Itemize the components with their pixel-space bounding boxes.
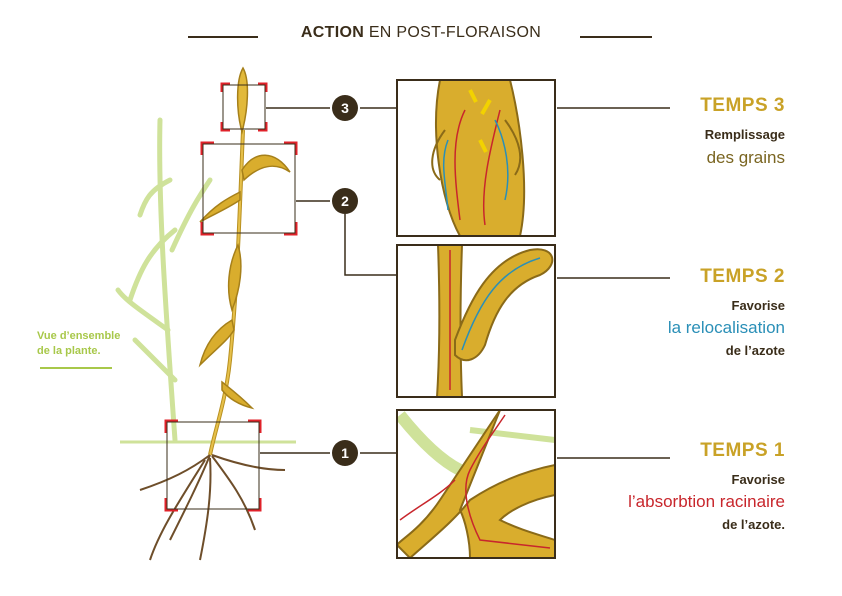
zoom-frames [164, 82, 298, 512]
overview-label-rule [40, 367, 112, 369]
overview-label-line1: Vue d’ensemble [37, 330, 121, 342]
svg-text:2: 2 [341, 193, 349, 209]
stage-temps-3: TEMPS 3 Remplissage des grains [700, 95, 785, 168]
title-rest: EN POST-FLORAISON [368, 24, 542, 41]
temps3-heading: TEMPS 3 [700, 95, 785, 116]
zoom-frame-outlines [166, 84, 296, 510]
panel-root-absorption [396, 409, 556, 559]
temps2-line2: la relocalisation [667, 318, 785, 337]
overview-label-line2: de la plante. [37, 345, 101, 357]
panel-grain-filling [396, 79, 556, 237]
temps2-line1: Favorise [731, 298, 785, 313]
temps3-line1: Remplissage [704, 127, 785, 142]
temps2-line3: de l’azote [725, 343, 785, 358]
panel-relocalisation [396, 244, 556, 398]
marker-3: 3 [332, 95, 358, 121]
svg-text:1: 1 [341, 445, 349, 461]
diagram-title: ACTION EN POST-FLORAISON [0, 24, 842, 42]
svg-text:3: 3 [341, 100, 349, 116]
temps1-heading: TEMPS 1 [700, 440, 785, 461]
wheat-plant [139, 66, 291, 561]
overview-label: Vue d’ensemble de la plante. [37, 329, 157, 359]
marker-2: 2 [332, 188, 358, 214]
temps1-line1: Favorise [731, 472, 785, 487]
background-plant [115, 117, 213, 443]
marker-1: 1 [332, 440, 358, 466]
temps1-line3: de l’azote. [722, 517, 785, 532]
stage-temps-1: TEMPS 1 Favorise l’absorbtion racinaire … [628, 440, 785, 532]
temps2-heading: TEMPS 2 [700, 266, 785, 287]
temps3-line2: des grains [706, 148, 785, 167]
title-bold: ACTION [300, 24, 365, 41]
wheat-ear [236, 66, 249, 135]
connectors [260, 107, 670, 459]
temps1-line2: l’absorbtion racinaire [628, 492, 785, 511]
stage-temps-2: TEMPS 2 Favorise la relocalisation de l’… [668, 266, 785, 358]
